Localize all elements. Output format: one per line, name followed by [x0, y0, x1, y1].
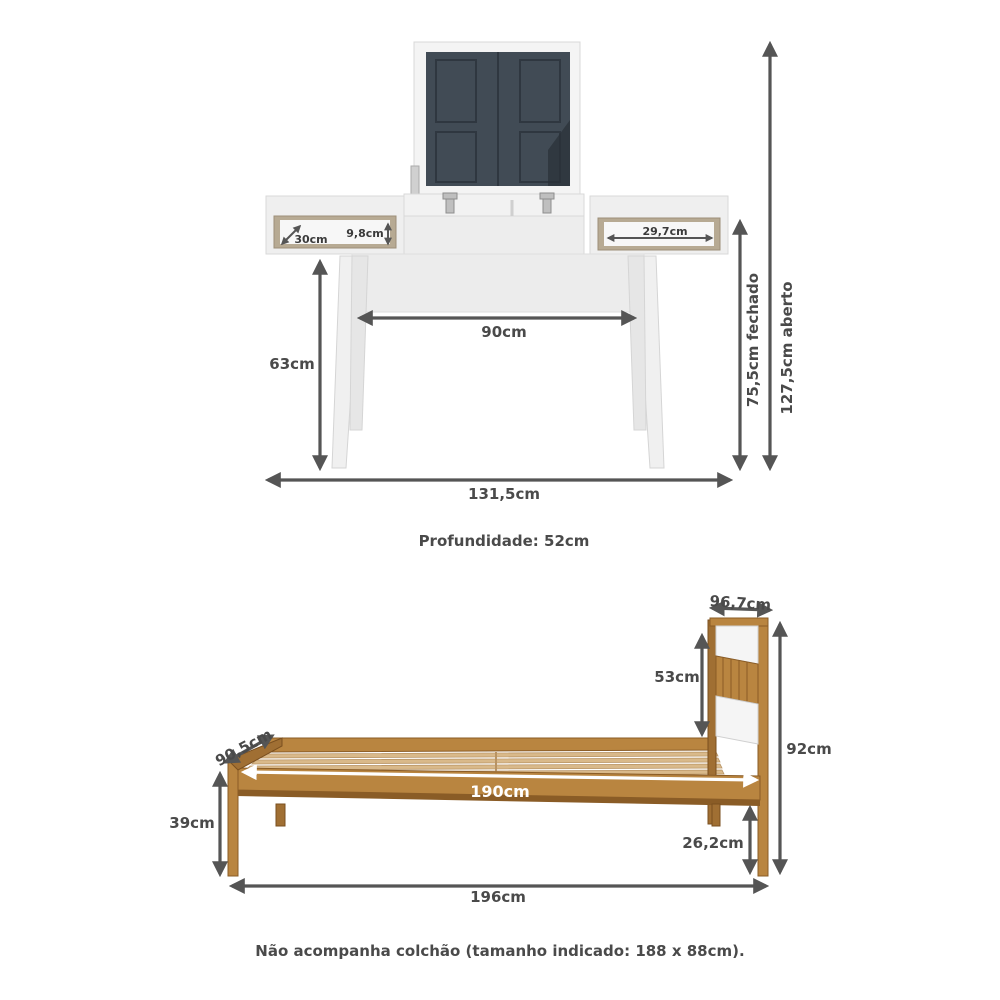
vanity-drawer-width-label: 29,7cm — [642, 225, 687, 238]
bed-mattress-note: Não acompanha colchão (tamanho indicado:… — [255, 942, 744, 960]
mirror-door-reflection — [435, 52, 561, 186]
bed-inner-length-label: 190cm — [470, 782, 530, 801]
vanity-open-height-label: 127,5cm aberto — [778, 281, 796, 414]
bed-foot-post-left — [227, 759, 239, 877]
bed-back-rail — [267, 737, 717, 753]
mirror-brackets — [442, 192, 555, 214]
vanity-drawer-height-label: 9,8cm — [346, 227, 383, 240]
bed-length-label: 196cm — [470, 888, 526, 906]
vanity-apron — [351, 253, 645, 313]
vanity-drawing — [265, 41, 729, 469]
vanity-inner-width-label: 90cm — [481, 323, 526, 341]
bed-side-height-label: 39cm — [169, 814, 214, 832]
vanity-drawer-depth-label: 30cm — [294, 233, 327, 246]
vanity-depth-note: Profundidade: 52cm — [419, 532, 590, 550]
vanity-closed-height-label: 75,5cm fechado — [744, 273, 762, 407]
vanity-dimension-lines — [264, 40, 778, 488]
vanity-leg-height-label: 63cm — [269, 355, 314, 373]
bed-headboard-post-right — [757, 621, 769, 877]
bed-headboard-width-label: 96,7cm — [709, 592, 772, 614]
bed-headboard-panel-label: 53cm — [654, 668, 699, 686]
bed-total-height-label: 92cm — [786, 740, 831, 758]
bed-headboard-top — [709, 617, 769, 627]
bed-headboard-panel-lower — [715, 695, 759, 745]
vanity-width-label: 131,5cm — [468, 485, 540, 503]
bed-leg-clearance-label: 26,2cm — [682, 834, 744, 852]
bed-dimension-lines — [212, 600, 788, 894]
